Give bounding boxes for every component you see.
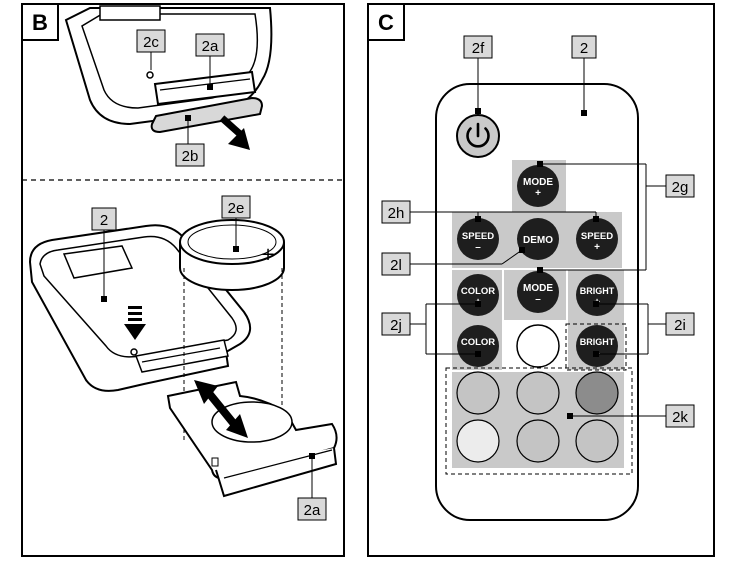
callout-2f: 2f — [463, 35, 493, 59]
svg-text:2h: 2h — [388, 205, 405, 222]
svg-text:2j: 2j — [390, 317, 402, 334]
battery-tray-top — [150, 96, 264, 134]
svg-text:SPEED: SPEED — [462, 231, 494, 242]
mode-minus-button[interactable]: MODE – — [517, 271, 559, 313]
color-swatch-button[interactable] — [516, 371, 560, 415]
svg-text:+: + — [594, 242, 600, 253]
panel-c-letter: C — [378, 10, 394, 35]
svg-text:2e: 2e — [228, 200, 245, 217]
white-color-button[interactable] — [516, 324, 560, 368]
callout-2l: 2l — [381, 252, 411, 276]
demo-button[interactable]: DEMO — [517, 218, 559, 260]
svg-text:MODE: MODE — [523, 283, 553, 294]
color-swatch-button[interactable] — [516, 419, 560, 463]
callout-2i: 2i — [665, 312, 695, 336]
leader-lines — [410, 58, 666, 417]
svg-text:2: 2 — [580, 40, 588, 57]
svg-text:2b: 2b — [182, 148, 199, 165]
power-button[interactable] — [456, 114, 500, 158]
svg-text:DEMO: DEMO — [523, 235, 553, 246]
speed-minus-button[interactable]: SPEED – — [457, 218, 499, 260]
svg-text:COLOR: COLOR — [461, 337, 495, 348]
bracket-swatches — [445, 367, 633, 475]
bright-plus-button[interactable]: BRIGHT + — [576, 274, 618, 316]
svg-text:SPEED: SPEED — [581, 231, 613, 242]
callout-2g: 2g — [665, 174, 695, 198]
reset-hole-icon — [146, 71, 154, 79]
svg-text:+: + — [535, 188, 541, 199]
svg-text:2a: 2a — [202, 38, 219, 55]
panel-c-letter-box — [367, 3, 405, 41]
color-plus-button[interactable]: COLOR + — [457, 274, 499, 316]
callout-2h: 2h — [381, 200, 411, 224]
power-icon — [466, 122, 490, 148]
svg-text:COLOR: COLOR — [461, 286, 495, 297]
bright-minus-button[interactable]: BRIGHT – — [576, 325, 618, 367]
bracket-bright-minus — [565, 323, 627, 371]
leader-markers — [475, 108, 599, 419]
callout-2-panel-c: 2 — [571, 35, 597, 59]
callout-2-panel-b: 2 — [91, 207, 117, 302]
callout-2a-bottom: 2a — [297, 453, 327, 521]
battery-plus-sign: + — [260, 244, 275, 265]
callout-2a-top: 2a — [195, 33, 225, 90]
svg-text:2g: 2g — [672, 179, 689, 196]
pull-arrow-icon — [228, 128, 250, 150]
svg-text:2l: 2l — [390, 257, 402, 274]
svg-text:2c: 2c — [143, 34, 159, 51]
coin-battery: + — [179, 219, 285, 291]
color-swatch-button[interactable] — [456, 419, 500, 463]
callout-2c: 2c — [136, 29, 166, 70]
panel-b-letter: B — [32, 10, 48, 35]
color-swatch-button[interactable] — [575, 371, 619, 415]
svg-text:2: 2 — [100, 212, 108, 229]
svg-text:BRIGHT: BRIGHT — [580, 286, 615, 296]
speed-plus-button[interactable]: SPEED + — [576, 218, 618, 260]
svg-text:–: – — [475, 242, 481, 253]
color-swatch-button[interactable] — [575, 419, 619, 463]
reset-hole-icon — [130, 348, 138, 356]
svg-text:2a: 2a — [304, 502, 321, 519]
panel-b-letter-box — [21, 3, 59, 41]
color-swatch-button[interactable] — [456, 371, 500, 415]
svg-text:2k: 2k — [672, 409, 688, 426]
callout-2j: 2j — [381, 312, 411, 336]
svg-text:MODE: MODE — [523, 177, 553, 188]
insert-arrow-icon — [124, 324, 146, 340]
svg-text:BRIGHT: BRIGHT — [580, 337, 615, 347]
callout-2b: 2b — [175, 115, 205, 167]
svg-text:–: – — [535, 294, 541, 305]
pull-arrow-shaft — [219, 115, 243, 137]
battery-tray-bottom — [166, 380, 338, 498]
mode-plus-button[interactable]: MODE + — [517, 165, 559, 207]
svg-text:2f: 2f — [472, 40, 485, 57]
panel-b: B 2c 2a 2b — [21, 3, 345, 557]
callout-2e: 2e — [221, 195, 251, 252]
svg-text:2i: 2i — [674, 317, 686, 334]
color-minus-button[interactable]: COLOR – — [457, 325, 499, 367]
panel-c: C MODE + SPEED – — [367, 3, 715, 557]
callout-2k: 2k — [665, 404, 695, 428]
insert-double-arrow-icon — [194, 380, 248, 438]
